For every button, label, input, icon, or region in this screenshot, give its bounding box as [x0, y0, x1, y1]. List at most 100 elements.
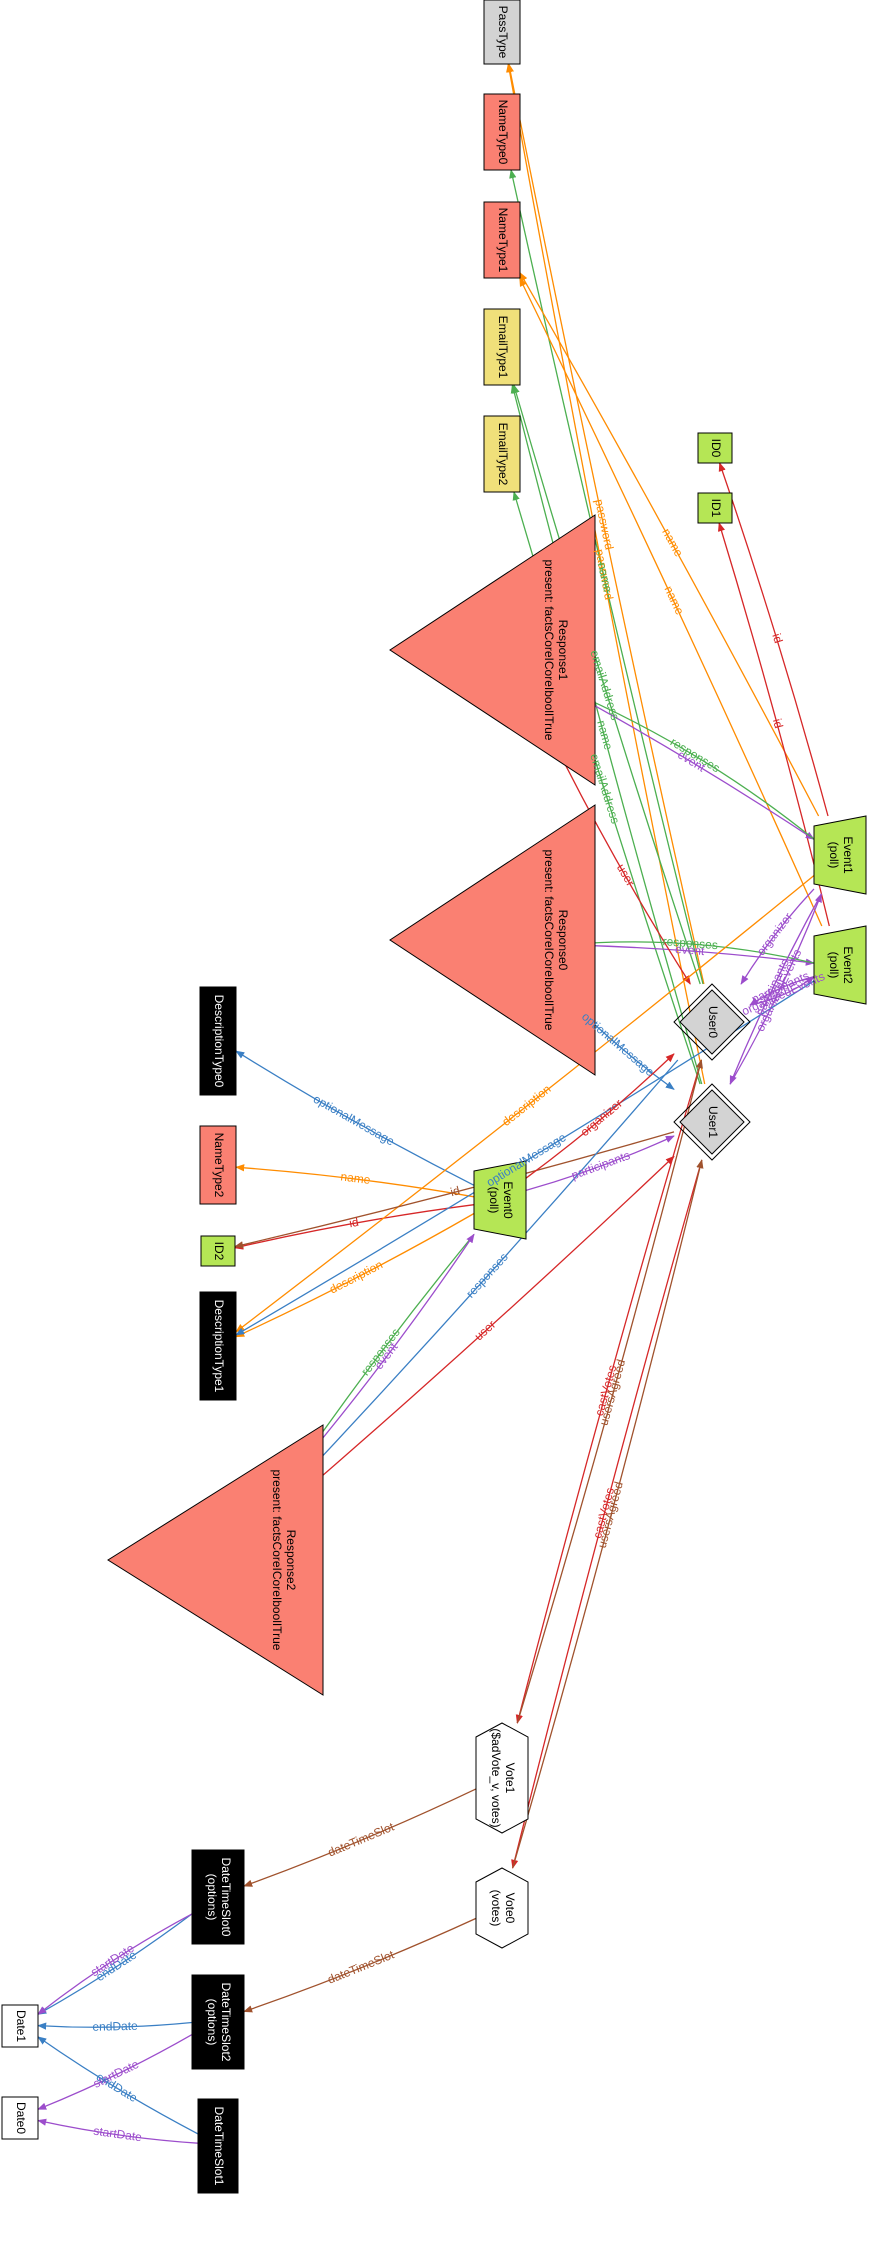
node-id1[interactable]: ID1	[697, 492, 733, 524]
edge-label: responses	[463, 1250, 510, 1301]
node-vote0[interactable]: Vote0(votes)	[475, 1867, 529, 1949]
node-label: User1	[706, 1106, 720, 1138]
node-descriptiontype1[interactable]: DescriptionType1	[199, 1291, 237, 1401]
node-label: ID0	[709, 439, 723, 458]
node-passtype[interactable]: PassType	[483, 0, 521, 65]
node-descriptiontype0[interactable]: DescriptionType0	[199, 986, 237, 1096]
node-emailtype2[interactable]: EmailType2	[483, 415, 521, 493]
node-event2[interactable]: Event2(poll)	[813, 925, 867, 1005]
node-label: EmailType1	[496, 316, 510, 379]
node-label: Event2	[841, 946, 855, 984]
node-label: Event0	[501, 1181, 515, 1219]
edge-Event2-Response0	[564, 940, 815, 964]
node-label: PassType	[496, 6, 510, 59]
edge-label: id	[770, 717, 786, 730]
node-nametype2[interactable]: NameType2	[199, 1125, 237, 1205]
node-date0[interactable]: Date0	[1, 2096, 39, 2140]
edge-User1-ID2	[234, 1131, 675, 1249]
edge-label: organizer	[578, 1096, 625, 1139]
edge-DateTimeSlot2-Date0	[37, 2034, 193, 2110]
edge-User0-PassType	[506, 63, 705, 985]
node-label: DateTimeSlot0	[219, 1858, 233, 1937]
edge-Event1-ID0	[718, 462, 829, 817]
node-datetimeslot1[interactable]: DateTimeSlot1	[197, 2098, 239, 2194]
node-label: Response2	[284, 1530, 298, 1591]
edge-DateTimeSlot2-Date1	[37, 2021, 193, 2030]
edge-Vote1-DateTimeSlot0	[243, 1788, 477, 1887]
node-user0[interactable]: User0	[673, 983, 751, 1061]
edge-User0-Response2	[292, 1059, 679, 1489]
node-label: (poll)	[827, 842, 841, 869]
edge-Event2-NameType1	[519, 277, 823, 927]
edge-DateTimeSlot0-Date1	[37, 1913, 193, 2015]
node-user1[interactable]: User1	[673, 1083, 751, 1161]
edge-label: startDate	[93, 2124, 143, 2145]
edge-label: dateTimeSlot	[326, 1819, 397, 1859]
node-label: Date0	[14, 2102, 28, 2134]
node-label: Vote0	[503, 1893, 517, 1924]
node-label: DateTimeSlot1	[212, 2107, 226, 2186]
node-id0[interactable]: ID0	[697, 432, 733, 464]
node-label: NameType0	[496, 100, 510, 165]
edge-label: id	[449, 1183, 462, 1199]
edge-Event1-User1	[729, 893, 822, 1085]
node-label: DescriptionType1	[212, 1300, 226, 1393]
edge-User0-Vote1	[515, 1059, 703, 1724]
edge-label: name	[659, 526, 686, 559]
edge-label: name	[595, 561, 616, 594]
node-label: present: factsCoreICoreIboolITrue	[542, 560, 556, 741]
edge-Vote1-User0	[516, 1059, 703, 1724]
edge-label: optionalMessage	[311, 1092, 397, 1149]
edge-User0-EmailType1	[512, 384, 701, 985]
edge-label: name	[340, 1169, 372, 1187]
node-event0[interactable]: Event0(poll)	[473, 1160, 527, 1240]
edge-Event1-Response1	[564, 688, 815, 840]
edge-DateTimeSlot1-Date0	[37, 2118, 199, 2144]
node-label: ID2	[212, 1242, 226, 1261]
edge-Event0-User0	[525, 1053, 675, 1179]
node-label: Response0	[556, 910, 570, 971]
edge-label: name	[662, 584, 688, 617]
edge-Event0-DescriptionType1	[235, 1212, 475, 1338]
node-event1[interactable]: Event1(poll)	[813, 815, 867, 895]
edge-User1-Vote0	[511, 1159, 703, 1869]
edge-Event1-DescriptionType1	[235, 874, 815, 1333]
edge-Event1-NameType1	[519, 272, 820, 817]
node-emailtype1[interactable]: EmailType1	[483, 308, 521, 386]
node-nametype0[interactable]: NameType0	[483, 93, 521, 171]
node-datetimeslot0[interactable]: DateTimeSlot0(options)	[191, 1849, 245, 1945]
node-vote1[interactable]: Vote1($adVote_v, votes)	[475, 1722, 529, 1834]
node-datetimeslot2[interactable]: DateTimeSlot2(options)	[191, 1974, 245, 2070]
node-label: (options)	[205, 1874, 219, 1921]
edge-label: id	[348, 1215, 360, 1230]
edge-label: description	[499, 1082, 553, 1129]
edge-Response1-Event1	[564, 688, 815, 840]
node-label: DescriptionType0	[212, 995, 226, 1088]
node-label: (votes)	[489, 1890, 503, 1927]
node-label: (options)	[205, 1999, 219, 2046]
node-nametype1[interactable]: NameType1	[483, 201, 521, 279]
edge-Event0-User1	[525, 1135, 675, 1192]
edge-Response0-Event2	[564, 944, 815, 966]
node-label: User0	[706, 1006, 720, 1038]
node-label: ($adVote_v, votes)	[489, 1728, 503, 1827]
edge-label: dateTimeSlot	[326, 1947, 397, 1986]
edge-label: name	[594, 719, 615, 752]
edge-Response2-User1	[292, 1155, 675, 1502]
edge-User1-EmailType1	[510, 384, 703, 1085]
edge-label: endDate	[92, 2019, 138, 2034]
edge-Vote0-User1	[512, 1159, 704, 1869]
node-label: (poll)	[827, 952, 841, 979]
node-id2[interactable]: ID2	[200, 1235, 236, 1267]
node-date1[interactable]: Date1	[1, 2004, 39, 2048]
edge-User0-NameType0	[509, 169, 704, 985]
node-label: EmailType2	[496, 423, 510, 486]
node-label: Date1	[14, 2010, 28, 2042]
edge-label: id	[769, 632, 785, 645]
node-label: Response1	[556, 620, 570, 681]
edge-Event1-User0	[740, 888, 815, 985]
